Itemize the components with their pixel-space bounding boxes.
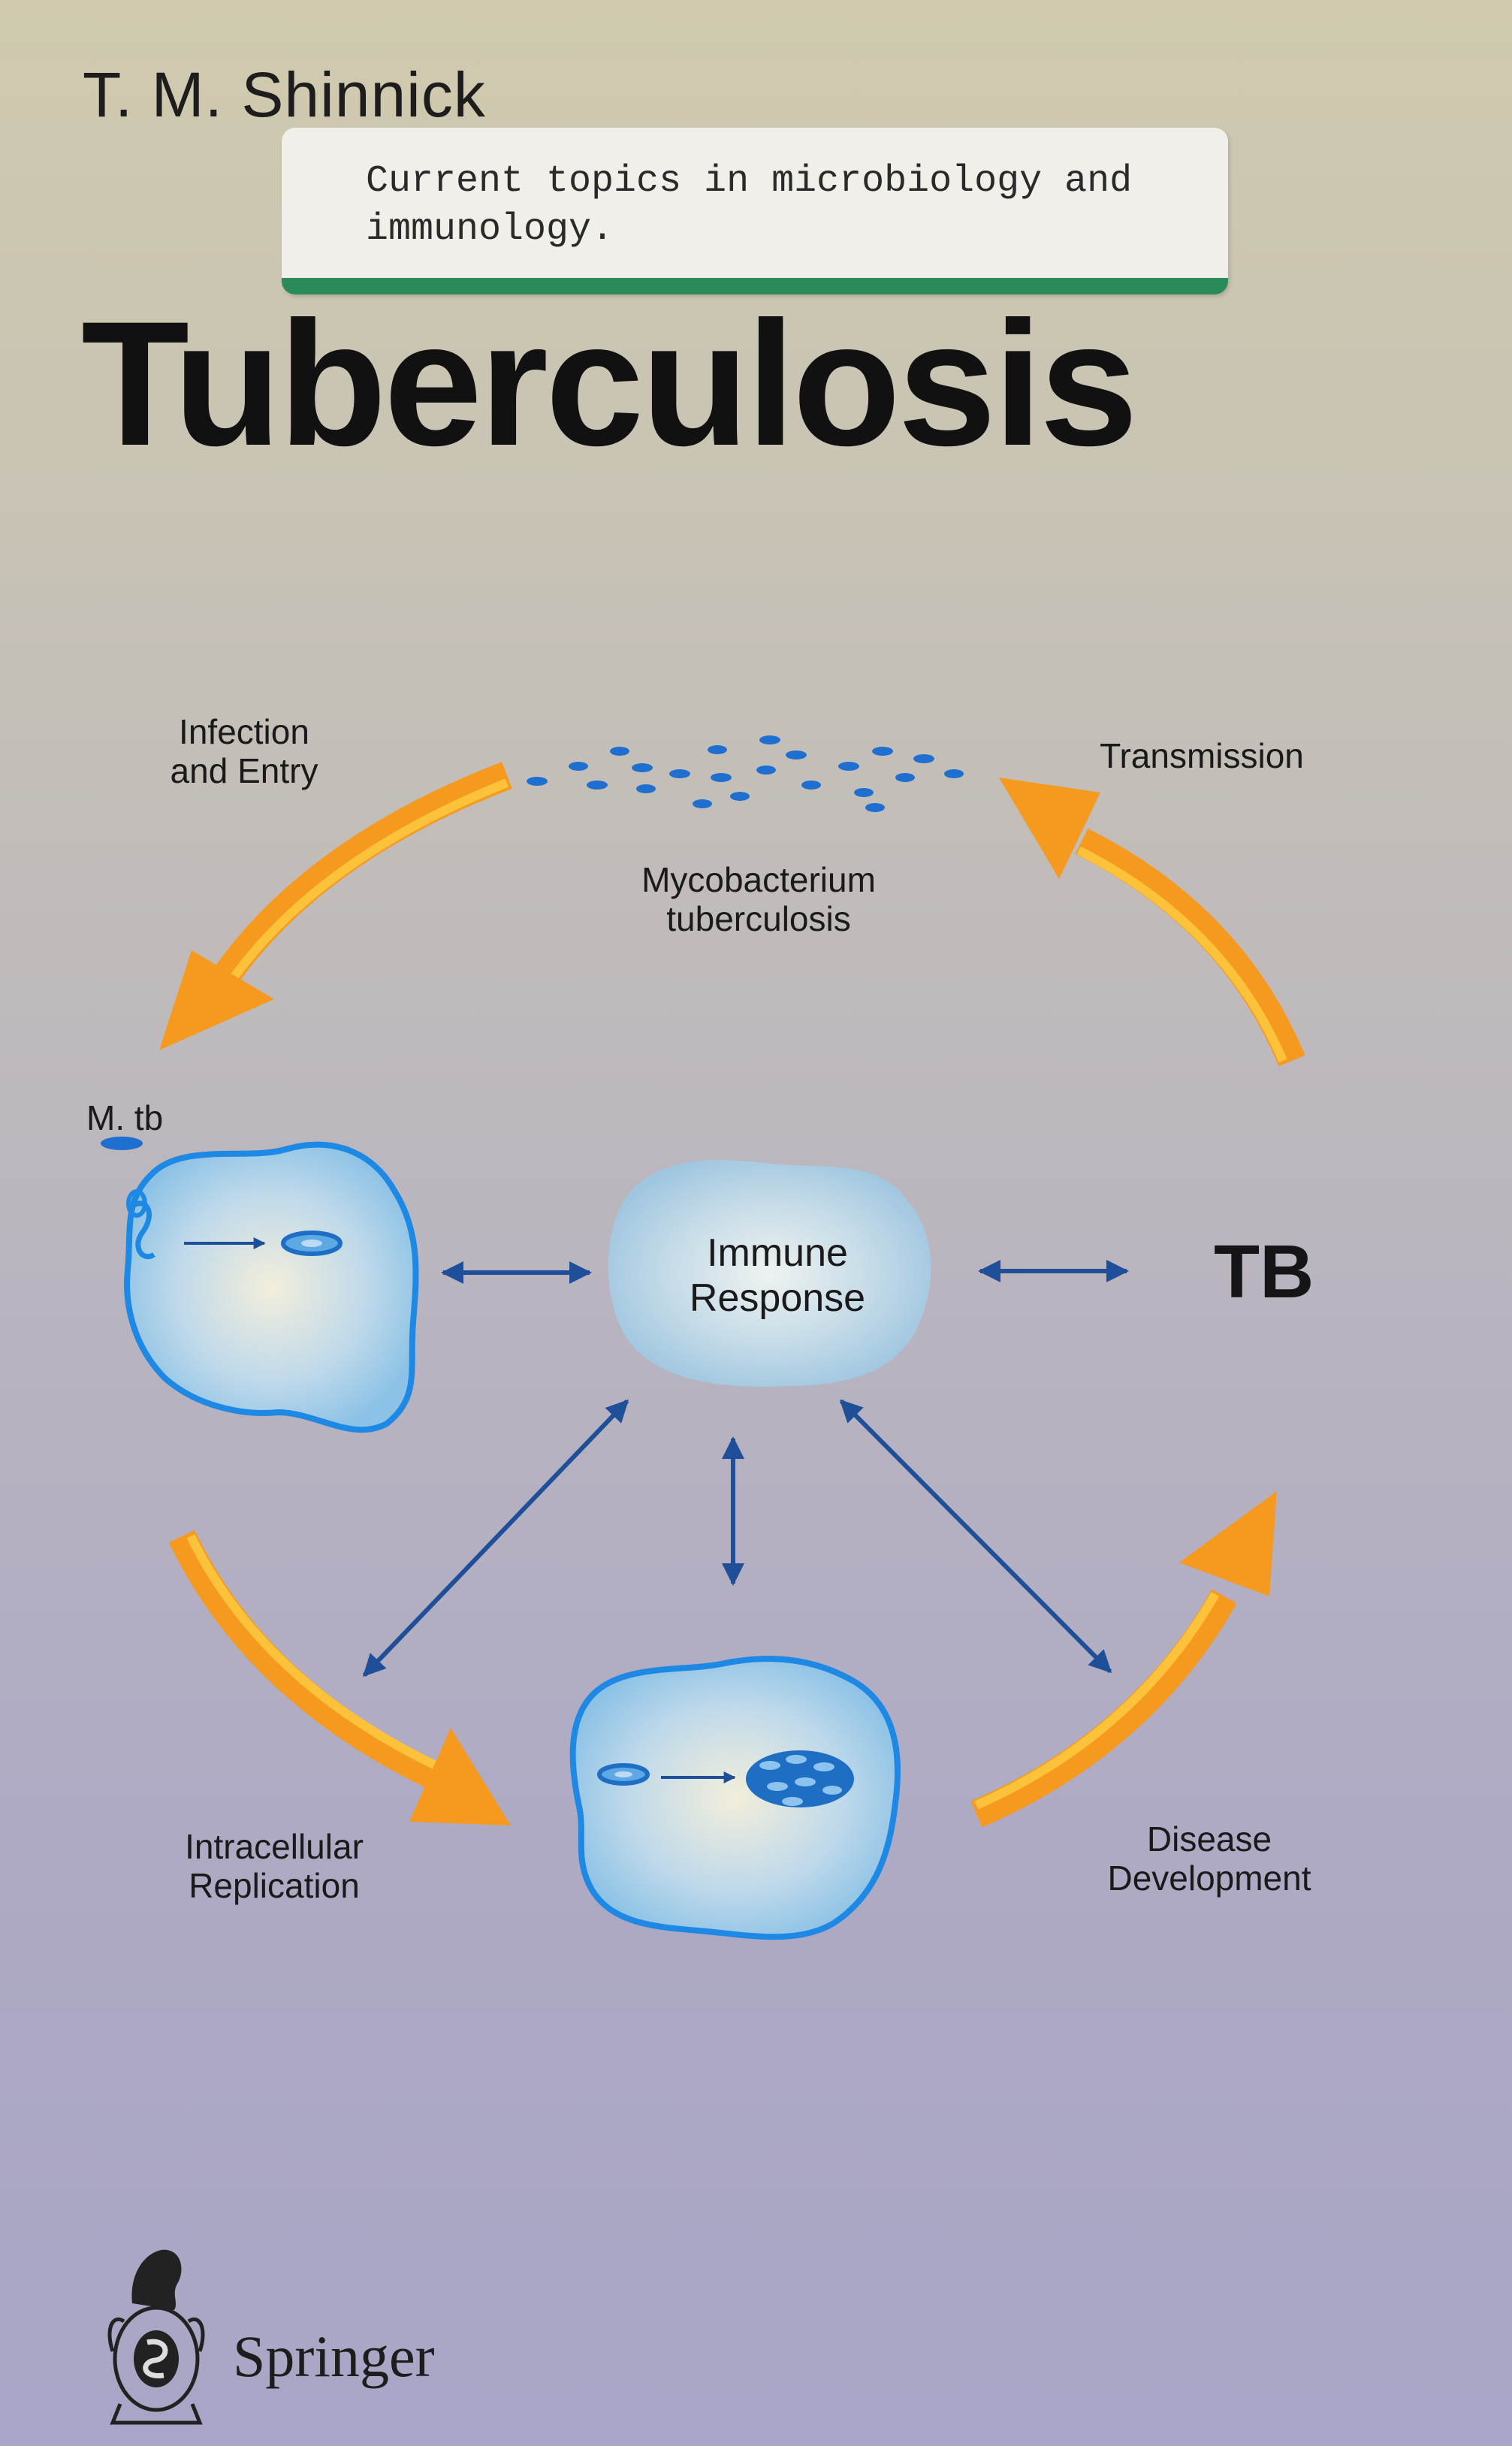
springer-logo [107,2249,205,2425]
disease-arrow [970,1491,1277,1828]
transmission-arrow [999,778,1305,1067]
mtb-label: M. tb [86,1098,164,1137]
publisher-name: Springer [233,2324,435,2389]
macrophage-cell-left [101,1137,419,1433]
disease-development-label: Disease Development [1107,1819,1311,1898]
macrophage-cell-bottom [569,1656,901,1940]
transmission-label: Transmission [1100,736,1304,775]
mycobacterium-cluster [527,735,964,812]
interaction-arrows [362,1260,1129,1677]
intracellular-replication-label: Intracellular Replication [185,1827,364,1905]
book-title: Tuberculosis [81,285,1138,483]
immune-response-blob [608,1159,931,1387]
author-name: T. M. Shinnick [83,59,486,130]
arrow-immune-disease [839,1399,1112,1674]
library-label-text: Current topics in microbiology and immun… [366,160,1133,251]
mtb-bacterium-icon [101,1137,143,1150]
infection-arrow [159,762,512,1050]
infection-entry-label: Infection and Entry [170,712,318,790]
arrow-immune-replication [362,1399,629,1677]
immune-response-label: Immune Response [689,1231,866,1320]
tb-label: TB [1214,1230,1314,1314]
replication-arrow [168,1530,511,1825]
mycobacterium-label: Mycobacterium tuberculosis [641,860,876,938]
library-label-sticker: Current topics in microbiology and immun… [282,128,1228,294]
